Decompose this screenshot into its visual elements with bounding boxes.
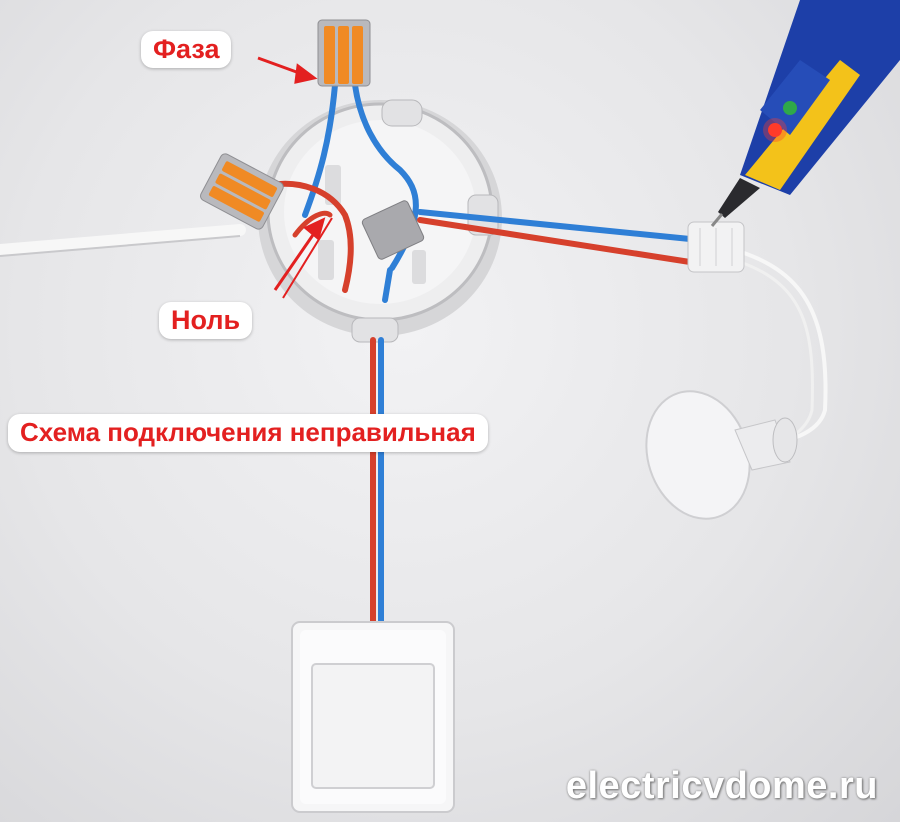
site-watermark: electricvdome.ru (565, 765, 878, 807)
neutral-label: Ноль (159, 302, 253, 340)
wall-switch (291, 621, 455, 813)
wires (267, 82, 828, 628)
wiring-caption: Схема подключения неправильная (8, 414, 488, 452)
left-connector (200, 153, 284, 230)
annotation-arrows (257, 56, 333, 299)
inner-connector (361, 200, 425, 260)
top-connector (317, 19, 371, 87)
lamp-terminal (687, 221, 745, 273)
incoming-cable (0, 224, 246, 257)
lamp-bulb (645, 390, 798, 520)
phase-label: Фаза (141, 31, 232, 69)
voltage-tester (710, 0, 900, 227)
